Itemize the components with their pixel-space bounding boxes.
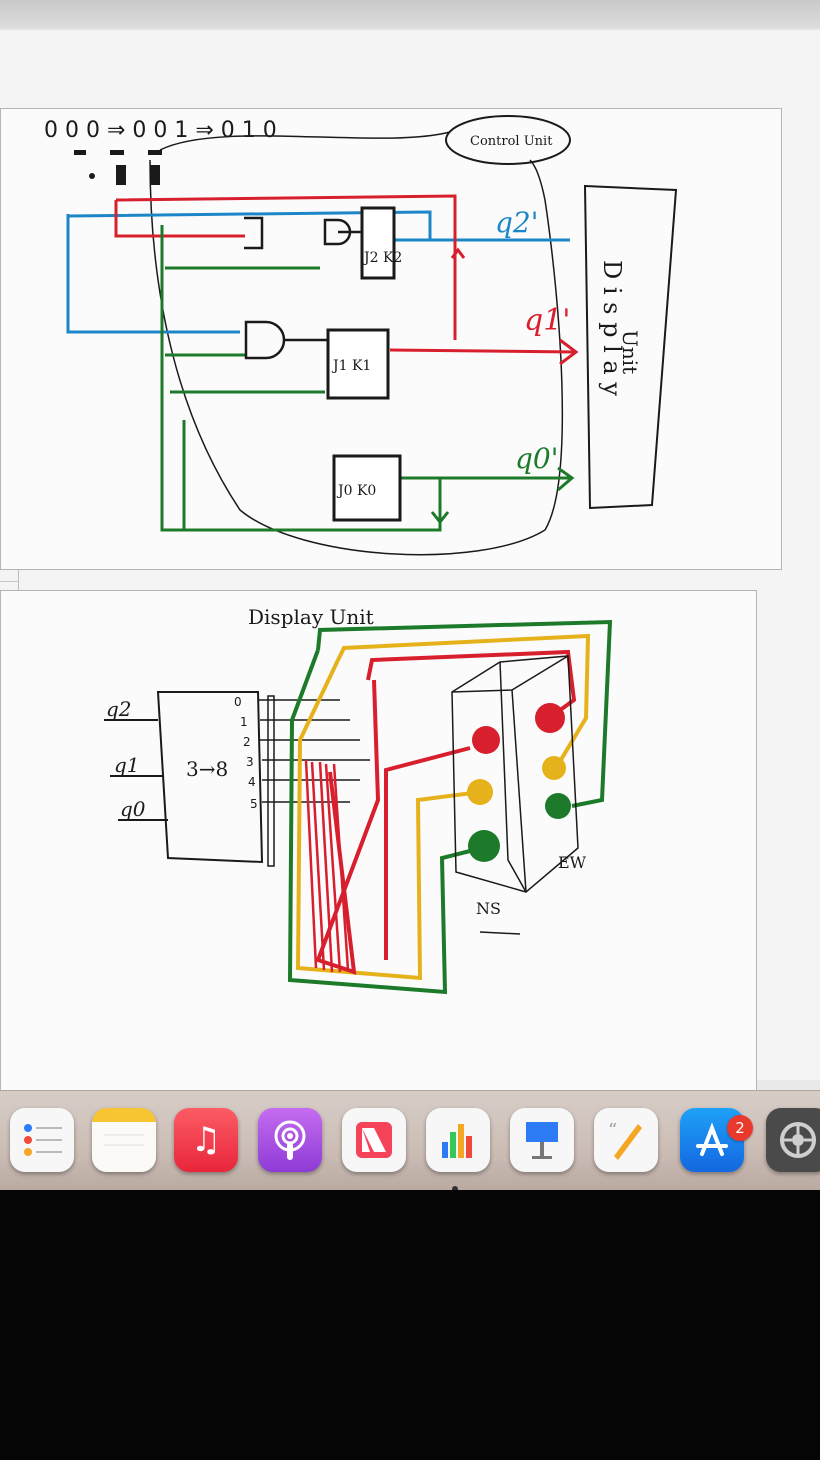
ns-label: NS <box>476 899 501 918</box>
flipflops <box>326 206 402 522</box>
svg-text:q0: q0 <box>120 797 146 821</box>
ew-green-light <box>545 793 571 819</box>
control-boundary-curve <box>149 159 564 556</box>
decoder-label: 3→8 <box>186 757 228 781</box>
flipflop-labels: J2 K2 J1 K1 J0 K0 <box>331 250 402 499</box>
output-q1-label: q1' <box>524 303 571 338</box>
blue-wires <box>66 210 570 334</box>
ew-label: EW <box>558 853 587 872</box>
red-bundle <box>304 759 350 973</box>
ns-underline <box>479 931 521 935</box>
svg-text:“: “ <box>608 1120 617 1141</box>
display-unit-drawing-panel[interactable] <box>0 590 757 1092</box>
display-unit-box <box>583 184 678 510</box>
screen: 0 0 0 ⇒ 0 0 1 ⇒ 0 1 0 Control Unit <box>0 0 820 1190</box>
svg-text:q1: q1 <box>114 753 140 777</box>
green-loop-top <box>316 619 613 808</box>
keynote-icon[interactable] <box>510 1108 574 1172</box>
podcasts-icon[interactable] <box>258 1108 322 1172</box>
ns-yellow-light <box>467 779 493 805</box>
decoder-input-labels: q2 q1 q0 <box>106 697 146 821</box>
red-loop-left <box>315 679 471 975</box>
svg-text:4: 4 <box>248 775 256 789</box>
svg-text:5: 5 <box>250 797 258 811</box>
decoder-box <box>156 691 264 864</box>
traffic-lights <box>467 703 571 862</box>
logic-gates <box>244 216 362 360</box>
svg-text:2: 2 <box>243 735 251 749</box>
svg-text:3: 3 <box>246 755 254 769</box>
display-letters: D i s p l a y <box>598 260 626 396</box>
dock-running-indicator <box>452 1186 458 1190</box>
ew-yellow-light <box>542 756 566 780</box>
red-loop-top <box>366 649 577 718</box>
news-icon[interactable] <box>342 1108 406 1172</box>
yellow-loop-left <box>295 659 481 981</box>
ns-green-light <box>468 830 500 862</box>
app-store-badge: 2 <box>727 1115 753 1141</box>
display-unit-title: Display Unit <box>248 605 374 629</box>
numbers-icon[interactable] <box>426 1108 490 1172</box>
traffic-light-box <box>451 655 579 893</box>
decoder-output-lines <box>258 695 370 867</box>
svg-text:1: 1 <box>240 715 248 729</box>
control-unit-label: Control Unit <box>470 134 553 149</box>
hand-drawn-sketch: 0 0 0 ⇒ 0 0 1 ⇒ 0 1 0 Control Unit <box>44 115 678 995</box>
window-top-strip <box>0 0 820 28</box>
yellow-loop-top <box>336 633 591 770</box>
state-marks <box>74 150 162 185</box>
decoder-input-lines <box>104 719 168 821</box>
svg-text:q2: q2 <box>106 697 132 721</box>
output-q0-label: q0' <box>515 442 558 475</box>
notes-icon[interactable] <box>92 1108 156 1172</box>
green-wires <box>160 225 575 532</box>
green-loop-left <box>287 649 483 995</box>
pages-icon[interactable]: “ <box>594 1108 658 1172</box>
control-curve <box>159 131 451 151</box>
unit-letters: Unit <box>618 330 642 374</box>
decoder-output-labels: 0 1 2 3 4 5 <box>234 695 258 811</box>
svg-text:J1 K1: J1 K1 <box>331 358 371 374</box>
ew-red-light <box>535 703 565 733</box>
music-icon[interactable]: ♫ <box>174 1108 238 1172</box>
red-wires <box>114 194 579 366</box>
svg-text:0: 0 <box>234 695 242 709</box>
svg-text:J2 K2: J2 K2 <box>362 250 402 266</box>
state-sequence-text: 0 0 0 ⇒ 0 0 1 ⇒ 0 1 0 <box>44 118 277 143</box>
svg-text:J0 K0: J0 K0 <box>336 483 376 499</box>
reminders-icon[interactable] <box>10 1108 74 1172</box>
system-preferences-icon[interactable] <box>766 1108 820 1172</box>
output-q2-label: q2' <box>495 206 538 239</box>
ns-red-light <box>472 726 500 754</box>
control-unit-bubble <box>445 115 571 165</box>
